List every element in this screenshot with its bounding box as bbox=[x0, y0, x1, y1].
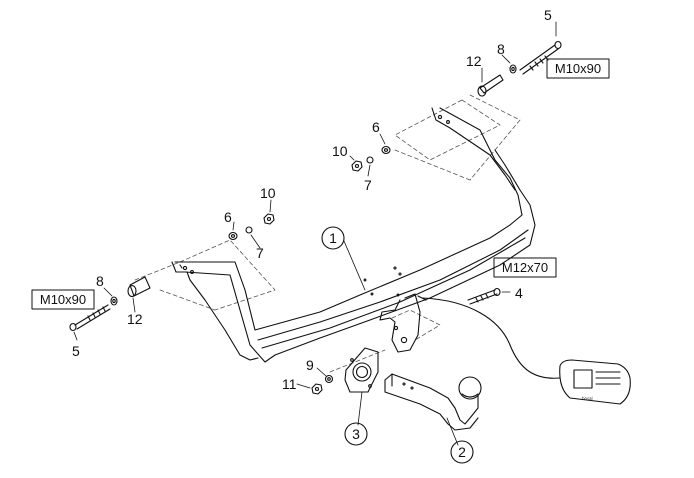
top-bolt-assembly bbox=[477, 40, 562, 97]
leader-lines bbox=[73, 21, 557, 446]
plate-brand: bosal bbox=[582, 396, 593, 401]
left-fasteners bbox=[228, 213, 275, 241]
middle-fasteners bbox=[351, 145, 391, 172]
label-12-top: 12 bbox=[466, 53, 482, 69]
label-11: 11 bbox=[282, 376, 297, 392]
bolt-size-top-label: M10x90 bbox=[555, 61, 601, 76]
label-8-left: 8 bbox=[96, 273, 104, 289]
label-9: 9 bbox=[306, 357, 314, 373]
bolt-size-left-label: M10x90 bbox=[40, 292, 86, 307]
right-bolt-assembly bbox=[467, 287, 501, 305]
label-5-top: 5 bbox=[544, 7, 552, 23]
callout-1: 1 bbox=[321, 226, 345, 250]
crossbar-part bbox=[171, 107, 536, 363]
label-7-mid: 7 bbox=[364, 177, 372, 193]
bolt-size-box-left: M10x90 bbox=[31, 289, 95, 310]
assembly-guide-lines bbox=[134, 94, 521, 373]
label-6-mid: 6 bbox=[372, 119, 380, 135]
center-bracket bbox=[379, 293, 421, 353]
callout-3-label: 3 bbox=[352, 426, 360, 442]
wiring-cable bbox=[417, 295, 561, 379]
label-4: 4 bbox=[515, 285, 523, 301]
callout-2-label: 2 bbox=[458, 444, 466, 460]
bolt-size-right-label: M12x70 bbox=[502, 260, 548, 275]
bolt-size-box-right: M12x70 bbox=[493, 257, 557, 278]
label-12-left: 12 bbox=[127, 311, 143, 327]
identification-plate: bosal bbox=[559, 359, 631, 405]
label-10-left: 10 bbox=[260, 185, 276, 201]
label-10-mid: 10 bbox=[332, 143, 348, 159]
socket-plate-part bbox=[344, 347, 379, 393]
bolt-size-box-top: M10x90 bbox=[546, 58, 610, 79]
callout-3: 3 bbox=[344, 422, 368, 446]
left-bolt-assembly bbox=[69, 276, 151, 332]
callout-1-label: 1 bbox=[329, 230, 337, 246]
callout-2: 2 bbox=[450, 440, 474, 464]
socket-fasteners bbox=[311, 374, 334, 395]
label-6-left: 6 bbox=[224, 209, 232, 225]
ball-neck-part bbox=[384, 373, 482, 431]
label-8-top: 8 bbox=[497, 41, 505, 57]
label-5-left: 5 bbox=[72, 343, 80, 359]
label-7-left: 7 bbox=[256, 245, 264, 261]
part-number-labels: 4 5 5 6 6 7 7 8 8 9 10 10 11 12 12 bbox=[72, 7, 552, 392]
